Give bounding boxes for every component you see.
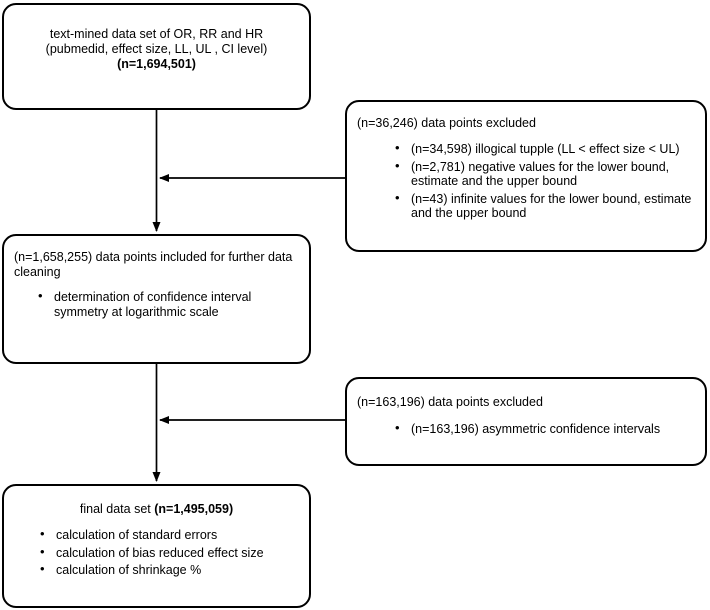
list-item: calculation of standard errors [40,527,299,543]
node-excluded-1-bullet-list: (n=34,598) illogical tupple (LL < effect… [357,141,695,221]
node-final-heading-plain: final data set [79,502,155,516]
node-first-exclusion: (n=36,246) data points excluded (n=34,59… [345,100,707,252]
list-item: determination of confidence interval sym… [38,289,299,319]
node-included-heading: (n=1,658,255) data points included for f… [14,250,293,279]
node-excluded-2-bullet-list: (n=163,196) asymmetric confidence interv… [357,421,695,437]
node-excluded-1-heading: (n=36,246) data points excluded [357,116,536,130]
node-source-text: text-mined data set of OR, RR and HR (pu… [14,27,299,72]
list-item: calculation of bias reduced effect size [40,545,299,561]
node-final-data-set: final data set (n=1,495,059) calculation… [2,484,311,608]
list-item: calculation of shrinkage % [40,562,299,578]
node-source-count: (n=1,694,501) [117,57,196,71]
node-final-heading: final data set (n=1,495,059) [14,502,299,517]
node-final-count: (n=1,495,059) [154,502,234,516]
list-item: (n=2,781) negative values for the lower … [395,159,695,189]
node-second-exclusion: (n=163,196) data points excluded (n=163,… [345,377,707,466]
list-item: (n=34,598) illogical tupple (LL < effect… [395,141,695,157]
node-final-bullet-list: calculation of standard errors calculati… [14,527,299,578]
node-text-mined-data-set: text-mined data set of OR, RR and HR (pu… [2,3,311,110]
node-excluded-2-heading: (n=163,196) data points excluded [357,395,543,409]
node-included-for-cleaning: (n=1,658,255) data points included for f… [2,234,311,364]
list-item: (n=43) infinite values for the lower bou… [395,191,695,221]
node-source-line2: (pubmedid, effect size, LL, UL , CI leve… [45,42,268,56]
node-source-line1: text-mined data set of OR, RR and HR [49,27,264,41]
list-item: (n=163,196) asymmetric confidence interv… [395,421,695,437]
node-included-bullet-list: determination of confidence interval sym… [14,289,299,319]
